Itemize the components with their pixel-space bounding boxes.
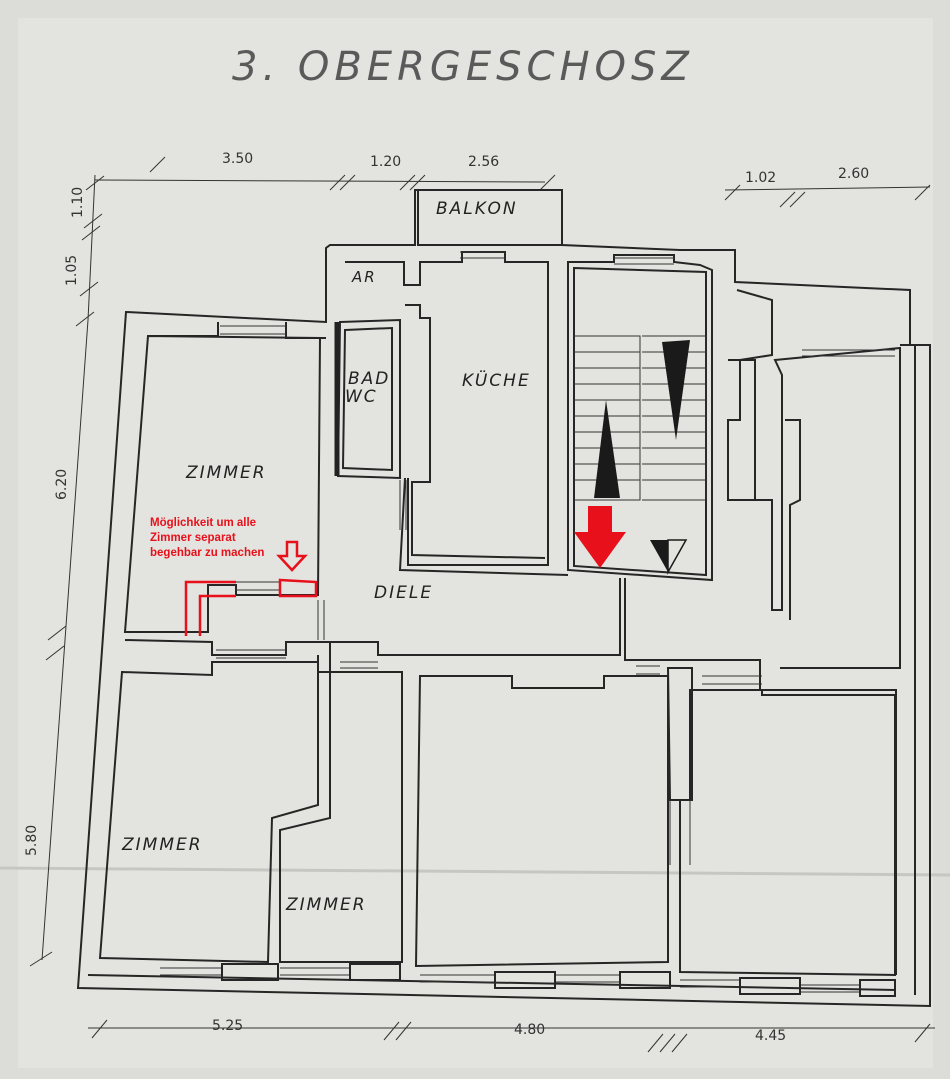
window-marks [160, 251, 895, 993]
stair-arrow-up [594, 400, 620, 498]
dim-top-1-02: 1.02 [745, 170, 776, 186]
entrance-arrow-icon [574, 506, 626, 568]
annotation-outline-arrow-icon [276, 540, 308, 572]
stair-arrow-down [662, 340, 690, 440]
stair-treads [574, 335, 707, 501]
annotation-line-2: Zimmer separat [150, 532, 236, 544]
dim-top-3-50: 3.50 [222, 151, 253, 167]
annotation-line-3: begehbar zu machen [150, 547, 264, 559]
dim-left-6-20: 6.20 [54, 469, 70, 500]
dimension-lines [29, 156, 935, 1053]
room-label-balkon: BALKON [436, 199, 518, 219]
annotation-line-1: Möglichkeit um alle [150, 517, 256, 529]
room-label-kueche: KÜCHE [462, 369, 531, 391]
pier-blocks [221, 963, 896, 997]
dim-top-1-20: 1.20 [370, 154, 401, 170]
paper-sheet [18, 18, 933, 1068]
dim-left-1-10: 1.10 [70, 187, 86, 218]
paper-fold [0, 866, 950, 877]
dim-bottom-4-45: 4.45 [755, 1028, 786, 1044]
dim-bottom-4-80: 4.80 [514, 1022, 545, 1038]
annotation-new-wall [184, 580, 236, 636]
dim-left-1-05: 1.05 [64, 255, 80, 286]
room-label-diele: DIELE [374, 583, 433, 603]
room-label-zimmer-top: ZIMMER [185, 463, 267, 483]
dim-left-5-80: 5.80 [24, 825, 40, 856]
walls [76, 189, 931, 1008]
dim-bottom-5-25: 5.25 [212, 1018, 243, 1034]
room-label-wc: WC [345, 387, 378, 407]
room-label-bad: BAD [348, 369, 390, 389]
dim-top-2-60: 2.60 [838, 166, 869, 182]
plan-title: 3. OBERGESCHOSZ [232, 44, 694, 90]
annotation-door-mark [278, 578, 318, 598]
annotation: Möglichkeit um alle Zimmer separat begeh… [150, 506, 626, 636]
dim-top-2-56: 2.56 [468, 154, 499, 170]
room-label-zimmer-bottom-mid: ZIMMER [285, 895, 367, 915]
room-label-ar: AR [351, 268, 377, 286]
room-label-zimmer-bottom-left: ZIMMER [121, 835, 203, 855]
